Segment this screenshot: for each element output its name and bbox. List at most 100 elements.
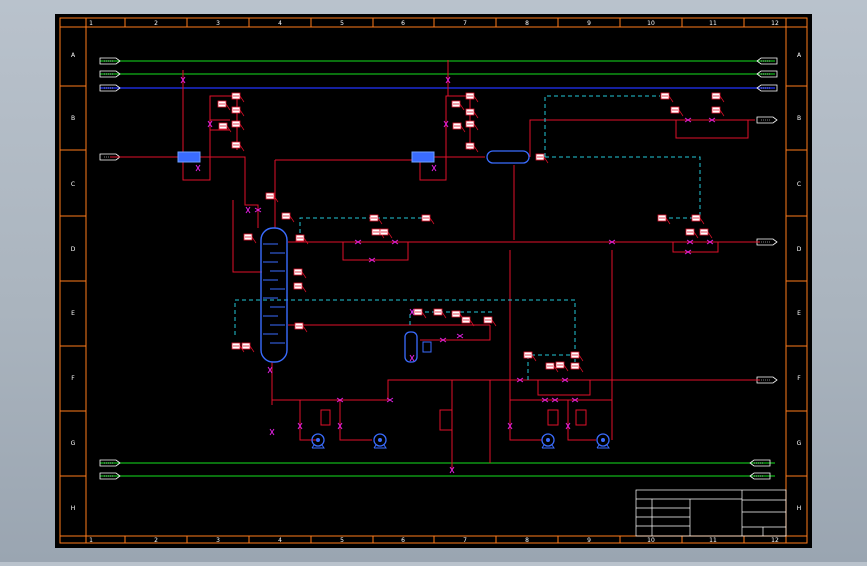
- valve-icon: [207, 120, 213, 128]
- offpage-flag: [99, 70, 121, 78]
- instrument-bubble-icon: [294, 322, 308, 333]
- zone-label-bottom: 9: [587, 537, 591, 544]
- valve-icon: [431, 164, 437, 172]
- instrument-bubble-icon: [691, 214, 705, 225]
- instrument-bubble-icon: [217, 100, 231, 111]
- pump-icon: [541, 433, 555, 447]
- zone-label-top: 7: [463, 20, 467, 27]
- zone-label-right: E: [797, 310, 801, 317]
- zone-label-right: A: [797, 52, 802, 59]
- valve-icon: [449, 466, 455, 474]
- valve-icon: [354, 239, 362, 245]
- instrument-bubble-icon: [465, 120, 479, 131]
- offpage-flag: [99, 153, 121, 161]
- offpage-flag: [749, 459, 771, 467]
- valve-icon: [245, 206, 251, 214]
- instrument-bubble-icon: [452, 122, 466, 133]
- zone-label-right: B: [797, 115, 801, 122]
- instrument-bubble-icon: [218, 122, 232, 133]
- valve-icon: [445, 76, 451, 84]
- instrument-bubble-icon: [461, 316, 475, 327]
- valve-icon: [456, 333, 464, 339]
- zone-label-bottom: 5: [340, 537, 344, 544]
- offpage-flag: [99, 472, 121, 480]
- valve-icon: [439, 337, 447, 343]
- instrument-bubble-icon: [281, 212, 295, 223]
- offpage-flag: [99, 84, 121, 92]
- utility-lines: [100, 60, 775, 477]
- zone-label-right: F: [797, 375, 801, 382]
- zone-label-left: D: [71, 246, 76, 253]
- instrument-bubble-icon: [483, 316, 497, 327]
- instrument-bubble-icon: [535, 153, 549, 164]
- zone-label-left: A: [71, 52, 76, 59]
- instrument-bubble-icon: [243, 233, 257, 244]
- zone-label-left: E: [71, 310, 75, 317]
- instrument-bubble-icon: [660, 92, 674, 103]
- zone-label-left: B: [71, 115, 75, 122]
- valve-icon: [561, 377, 569, 383]
- instrument-bubble-icon: [711, 92, 725, 103]
- valve-icon: [551, 397, 559, 403]
- instrument-bubble-icon: [293, 268, 307, 279]
- valve-icon: [516, 377, 524, 383]
- instrument-bubble-icon: [231, 106, 245, 117]
- offpage-connectors: [99, 57, 778, 480]
- offpage-flag: [756, 116, 778, 124]
- zone-label-bottom: 3: [216, 537, 220, 544]
- instrument-bubble-icon: [231, 342, 245, 353]
- zone-label-top: 8: [525, 20, 529, 27]
- instruments: [217, 92, 725, 373]
- instrument-bubble-icon: [523, 351, 537, 362]
- valve-icon: [368, 257, 376, 263]
- zone-label-top: 11: [709, 20, 717, 27]
- zone-label-right: H: [797, 505, 802, 512]
- exchanger-1: [177, 151, 201, 163]
- zone-ticks: [60, 18, 807, 543]
- valve-icon: [684, 117, 692, 123]
- instrument-bubble-icon: [465, 108, 479, 119]
- valve-icon: [565, 422, 571, 430]
- zone-label-top: 6: [401, 20, 405, 27]
- instrument-bubble-icon: [433, 308, 447, 319]
- instrument-bubble-icon: [369, 214, 383, 225]
- offpage-flag: [99, 459, 121, 467]
- valve-icon: [507, 422, 513, 430]
- instrument-bubble-icon: [555, 361, 569, 372]
- process-lines: [110, 60, 760, 470]
- instrument-bubble-icon: [451, 100, 465, 111]
- instrument-bubble-icon: [231, 120, 245, 131]
- valve-icon: [386, 397, 394, 403]
- instrument-bubble-icon: [421, 214, 435, 225]
- offpage-flag: [756, 376, 778, 384]
- instrument-bubble-icon: [413, 308, 427, 319]
- instrument-bubble-icon: [265, 192, 279, 203]
- instrument-bubble-icon: [570, 362, 584, 373]
- pump-icon: [373, 433, 387, 447]
- valve-icon: [297, 422, 303, 430]
- reboiler: [404, 331, 432, 363]
- zone-label-top: 2: [154, 20, 158, 27]
- valves: [180, 76, 716, 474]
- offpage-flag: [99, 57, 121, 65]
- zone-label-top: 10: [647, 20, 655, 27]
- instrument-bubble-icon: [379, 228, 393, 239]
- zone-label-top: 3: [216, 20, 220, 27]
- valve-icon: [254, 207, 262, 213]
- zone-label-top: 12: [771, 20, 779, 27]
- instrument-bubble-icon: [465, 92, 479, 103]
- instrument-bubble-icon: [293, 282, 307, 293]
- title-block: [635, 489, 787, 537]
- zone-label-bottom: 8: [525, 537, 529, 544]
- zone-label-bottom: 12: [771, 537, 779, 544]
- valve-icon: [409, 354, 415, 362]
- valve-icon: [409, 308, 415, 316]
- zone-label-bottom: 11: [709, 537, 717, 544]
- zone-label-bottom: 1: [89, 537, 93, 544]
- valve-icon: [684, 249, 692, 255]
- reflux-line: [529, 119, 755, 157]
- valve-icon: [608, 239, 616, 245]
- instrument-bubble-icon: [685, 228, 699, 239]
- valve-icon: [686, 239, 694, 245]
- instrument-bubble-icon: [545, 362, 559, 373]
